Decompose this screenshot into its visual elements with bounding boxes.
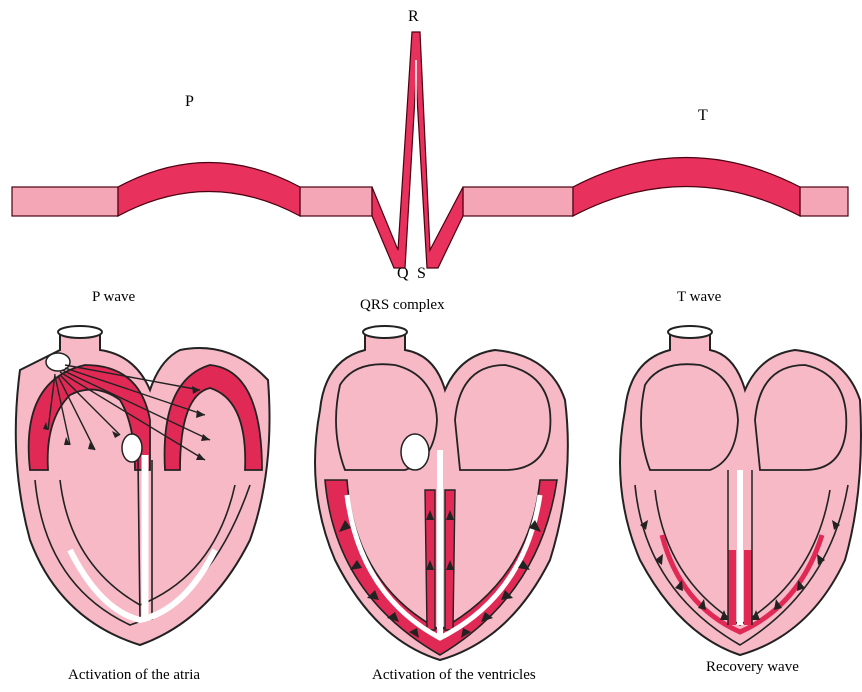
baseline-segment-2 xyxy=(300,187,372,216)
t-wave-label: T wave xyxy=(677,290,721,305)
qrs-complex-band xyxy=(372,32,463,268)
qrs-complex-label: QRS complex xyxy=(360,298,445,313)
baseline-segment-3 xyxy=(463,187,573,216)
p-wave-label: P wave xyxy=(92,290,135,305)
s-label: S xyxy=(417,266,426,282)
r-peak-label: R xyxy=(408,9,419,25)
heart-atria-activation xyxy=(0,320,290,670)
heart-recovery xyxy=(600,320,862,670)
t-peak-label: T xyxy=(698,108,708,124)
t-wave-band xyxy=(573,158,800,217)
ecg-waveform xyxy=(0,0,862,300)
recovery-caption: Recovery wave xyxy=(706,660,799,675)
baseline-segment-4 xyxy=(800,187,848,216)
p-peak-label: P xyxy=(185,94,194,110)
ventricles-caption: Activation of the ventricles xyxy=(372,668,536,683)
p-wave-band xyxy=(118,163,300,217)
baseline-segment-1 xyxy=(12,187,118,216)
atria-caption: Activation of the atria xyxy=(68,668,200,683)
q-label: Q xyxy=(397,266,409,282)
heart-ventricles-activation xyxy=(295,320,585,670)
